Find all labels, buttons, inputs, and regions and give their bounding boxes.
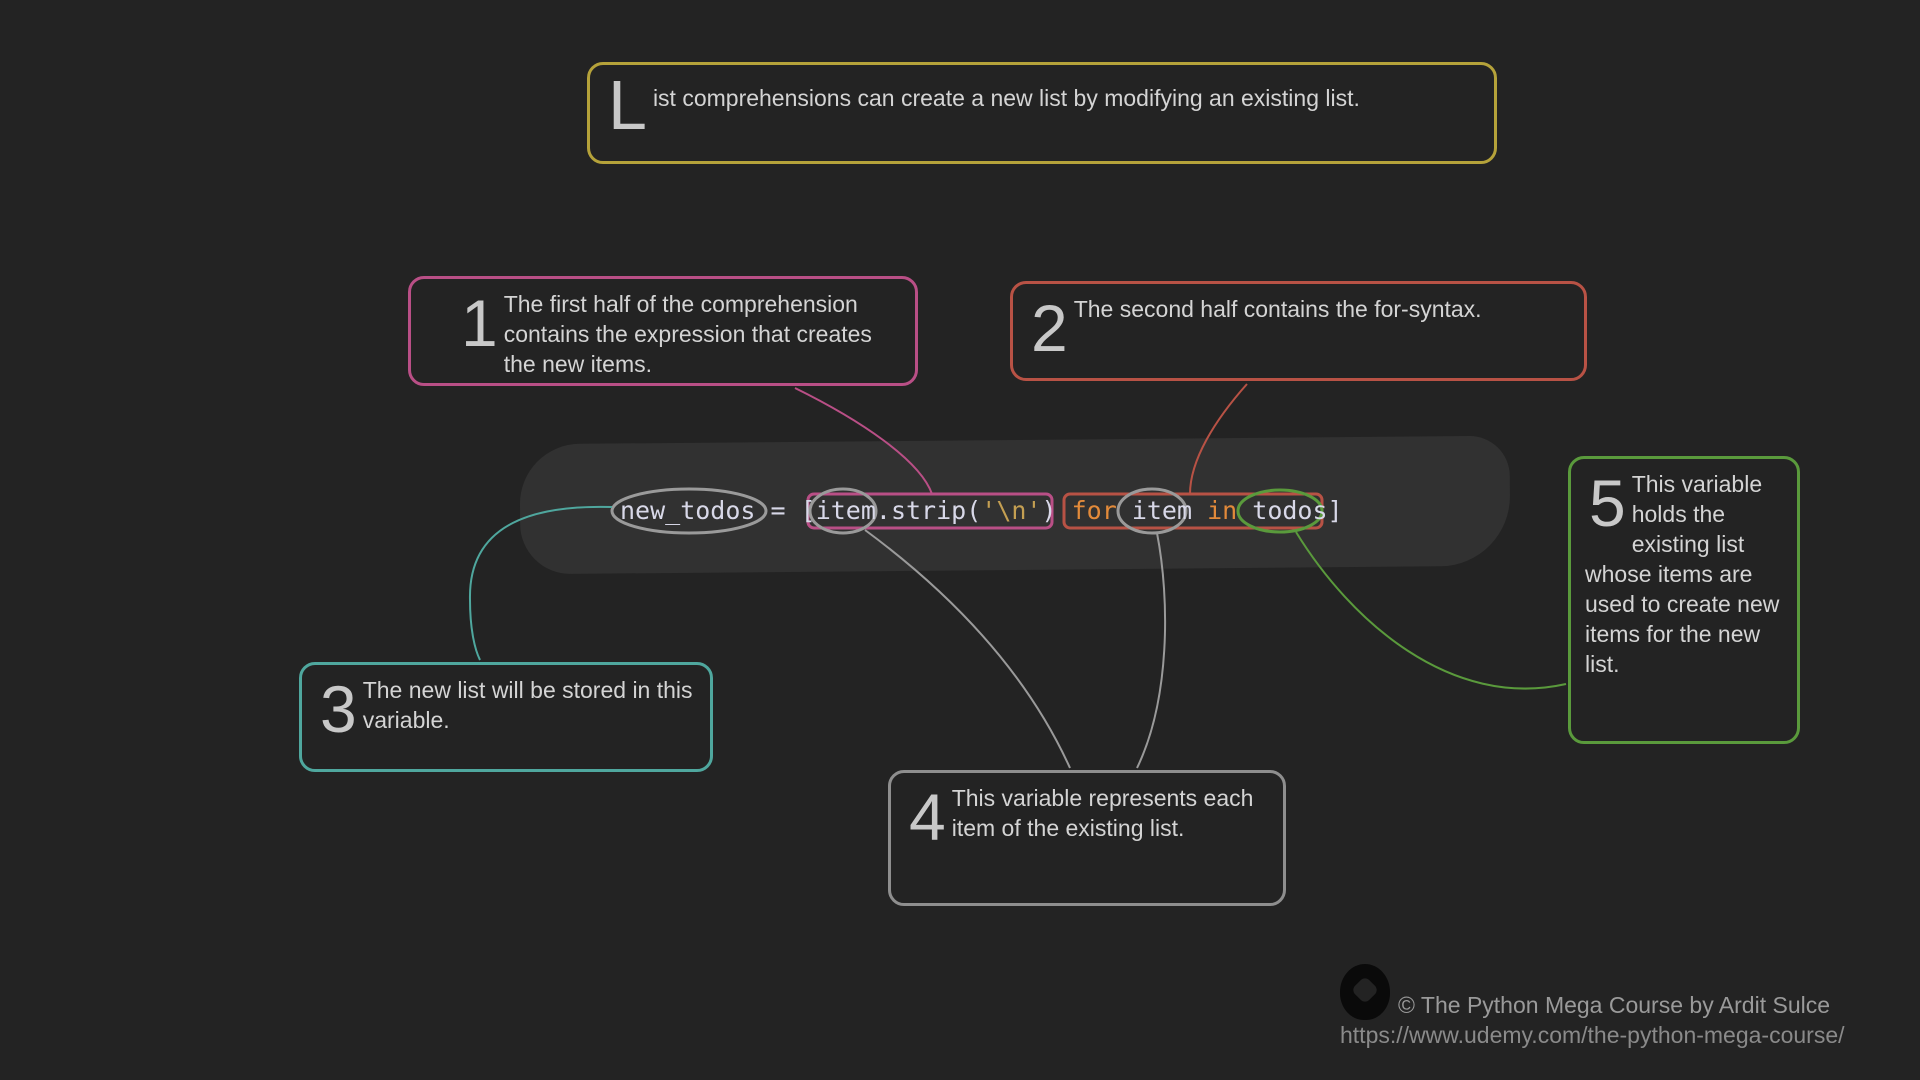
connector-5 xyxy=(1295,531,1567,690)
connector-3 xyxy=(468,505,613,661)
circle-todos xyxy=(1236,488,1324,534)
connector-4a xyxy=(864,529,1071,769)
code-string-literal: '\n' xyxy=(981,496,1042,525)
callout-4-text: This variable represents each item of th… xyxy=(951,785,1254,841)
code-kw-in: in xyxy=(1207,496,1238,525)
callout-1-box: 1 The first half of the comprehension co… xyxy=(408,276,918,386)
callout-5-text: This variable holds the existing list wh… xyxy=(1585,471,1780,677)
code-line: new_todos = [item.strip('\n') for item i… xyxy=(620,493,1343,529)
callout-3-text: The new list will be stored in this vari… xyxy=(362,677,693,733)
connector-4b xyxy=(1136,532,1167,769)
code-source-var: todos xyxy=(1252,496,1328,525)
callout-4-number: 4 xyxy=(909,780,946,854)
code-loop-var-2: item xyxy=(1131,496,1193,525)
connector-1 xyxy=(794,387,933,495)
code-method: .strip( xyxy=(875,496,982,525)
circle-new-todos xyxy=(610,487,768,535)
footer-url[interactable]: https://www.udemy.com/the-python-mega-co… xyxy=(1340,1022,1845,1048)
circle-item-2 xyxy=(1116,487,1188,535)
callout-3-box: 3 The new list will be stored in this va… xyxy=(299,662,713,772)
code-target-var: new_todos xyxy=(620,496,756,525)
code-close-bracket: ] xyxy=(1327,496,1343,525)
title-text: ist comprehensions can create a new list… xyxy=(652,85,1360,111)
code-open-bracket: [ xyxy=(800,496,816,525)
callout-5-box: 5 This variable holds the existing list … xyxy=(1568,456,1800,744)
callout-1-text: The first half of the comprehension cont… xyxy=(503,291,872,377)
callout-2-number: 2 xyxy=(1031,291,1068,365)
callout-3-number: 3 xyxy=(320,672,357,746)
course-logo-icon xyxy=(1340,964,1390,1020)
code-kw-for: for xyxy=(1071,496,1117,525)
callout-5-number: 5 xyxy=(1589,466,1626,540)
callout-2-box: 2 The second half contains the for-synta… xyxy=(1010,281,1587,381)
highlight-expression xyxy=(806,492,1054,530)
code-close-paren: ) xyxy=(1041,496,1057,525)
title-box: L ist comprehensions can create a new li… xyxy=(587,62,1497,164)
callout-1-number: 1 xyxy=(461,286,498,360)
code-assign: = xyxy=(755,496,801,525)
code-loop-var-1: item xyxy=(815,496,876,525)
circle-item-1 xyxy=(808,487,878,535)
callout-2-text: The second half contains the for-syntax. xyxy=(1073,296,1482,322)
connector-2 xyxy=(1189,383,1248,495)
callout-4-box: 4 This variable represents each item of … xyxy=(888,770,1286,906)
footer-copyright: © The Python Mega Course by Ardit Sulce xyxy=(1398,992,1831,1018)
title-initial: L xyxy=(608,66,647,144)
